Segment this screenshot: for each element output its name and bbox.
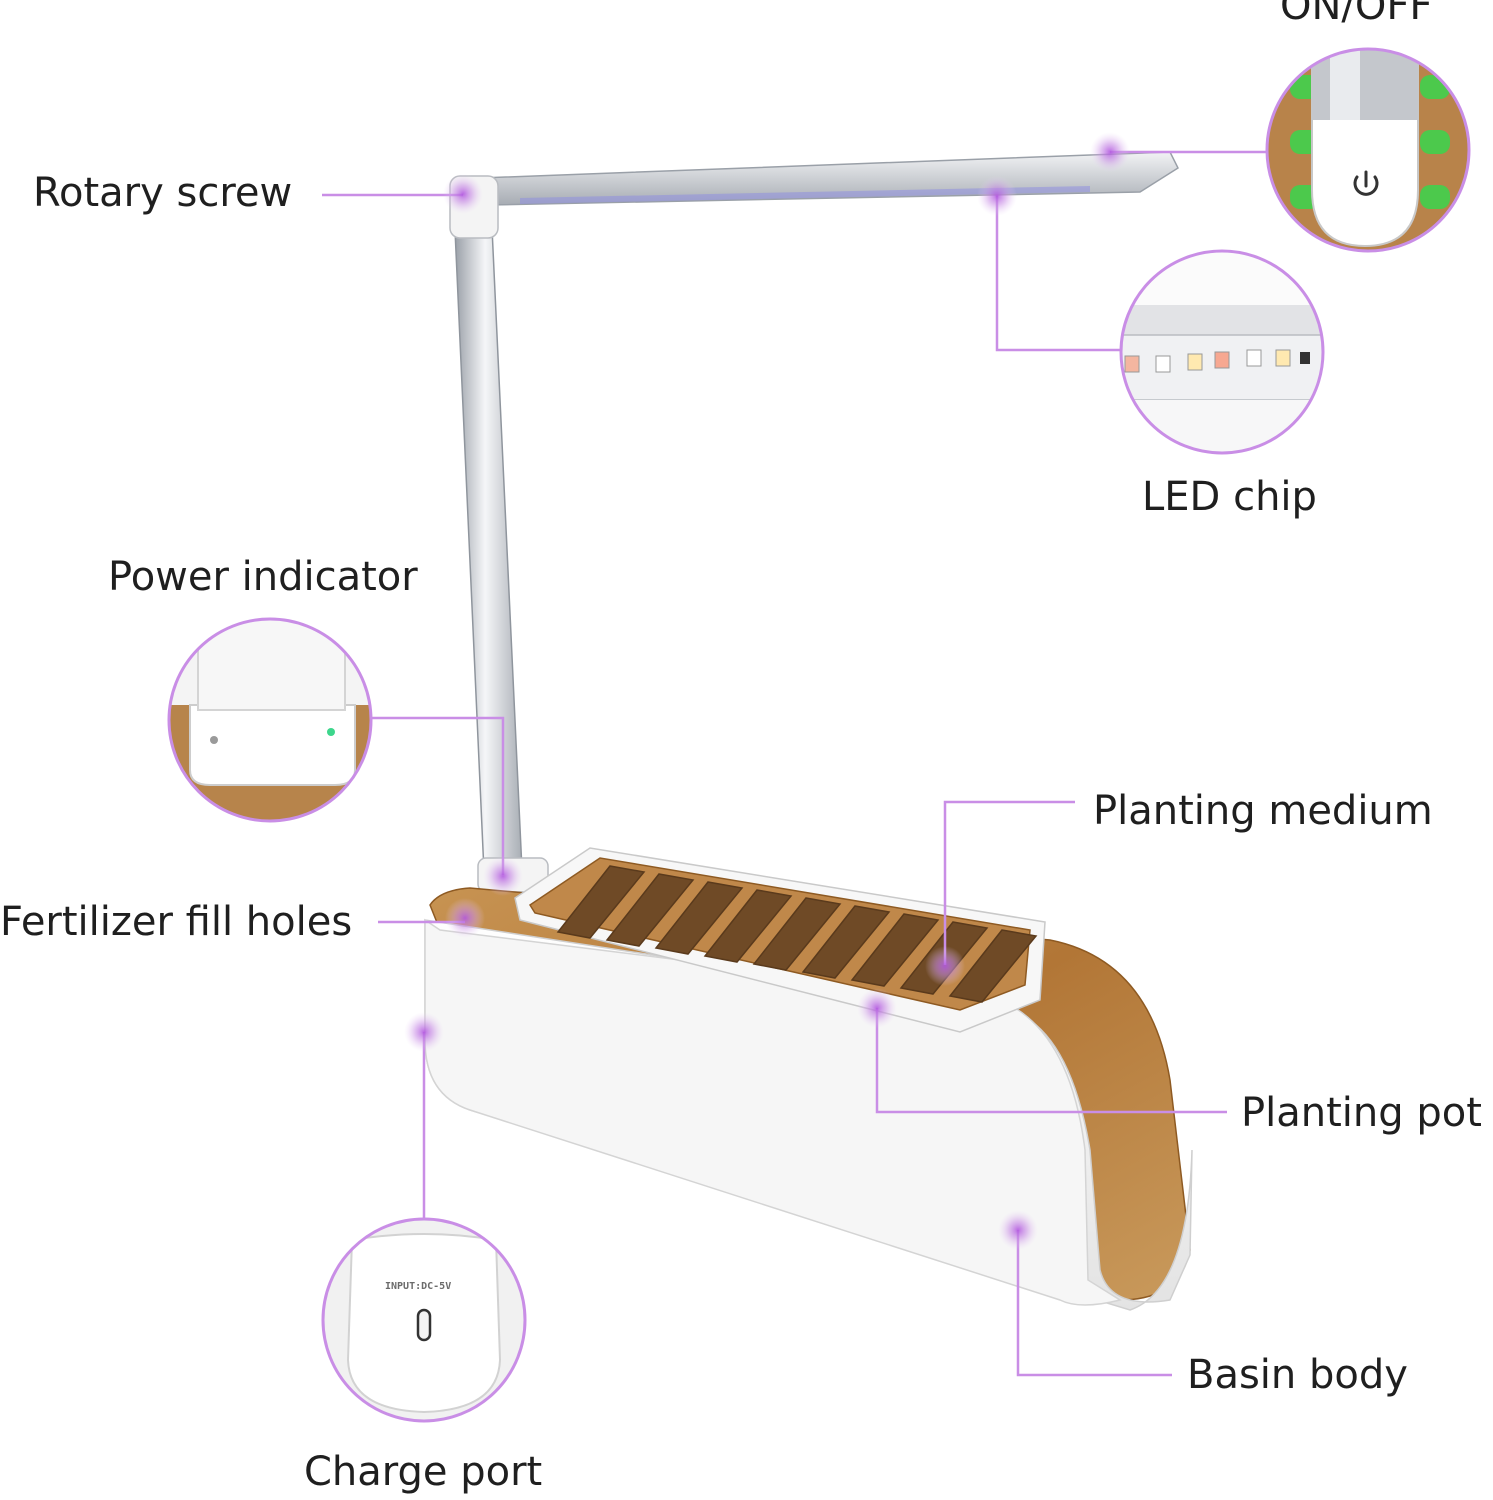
label-rotary-screw: Rotary screw [33,170,293,216]
label-on-off: ON/OFF [1280,0,1433,29]
planting-slot [801,905,891,979]
label-charge-port: Charge port [304,1449,543,1495]
power-indicator-line [372,716,505,875]
charge-port-marker [404,1012,444,1052]
planting-medium-line [943,800,1075,965]
label-power-indicator: Power indicator [108,554,418,600]
label-led-chip: LED chip [1142,474,1317,520]
charge-port-stamp: INPUT:DC-5V [385,1281,452,1292]
led-strip [520,186,1090,204]
planting-slot [556,865,646,939]
fertilizer-marker [445,898,485,938]
planting-slot [850,913,940,987]
planting-slot [752,897,842,971]
planting-slot [605,873,695,947]
usb-c-port-icon [416,1308,432,1342]
power-icon [1353,170,1379,196]
on-off-marker [1090,132,1130,172]
power-indicator-marker [483,856,523,896]
led-chip-marker [977,176,1017,216]
label-basin-body: Basin body [1187,1352,1408,1398]
planting-tray [514,847,1046,1033]
planting-pot-marker [857,988,897,1028]
basin-body-marker [998,1210,1038,1250]
label-fertilizer-fill-holes: Fertilizer fill holes [0,899,353,945]
planting-slots [556,865,1038,1003]
detail-charge-port [321,1217,527,1423]
lamp-pole [449,175,549,893]
rotary-screw-marker [443,174,483,214]
planting-slot [948,929,1038,1003]
label-planting-medium: Planting medium [1093,788,1433,834]
planting-pot-line [875,1008,1227,1114]
lamp-bar [479,151,1179,206]
power-indicator-led [327,728,335,736]
led-chip-line [995,195,1122,352]
detail-power-indicator [167,617,373,823]
detail-on-off [1265,47,1471,253]
planting-slot [703,889,793,963]
detail-led-chip [1119,249,1325,455]
label-planting-pot: Planting pot [1241,1090,1482,1136]
planting-medium-marker [925,946,965,986]
basin-body-line [1016,1230,1172,1377]
callout-markers [404,132,1130,1250]
planting-slot [654,881,744,955]
